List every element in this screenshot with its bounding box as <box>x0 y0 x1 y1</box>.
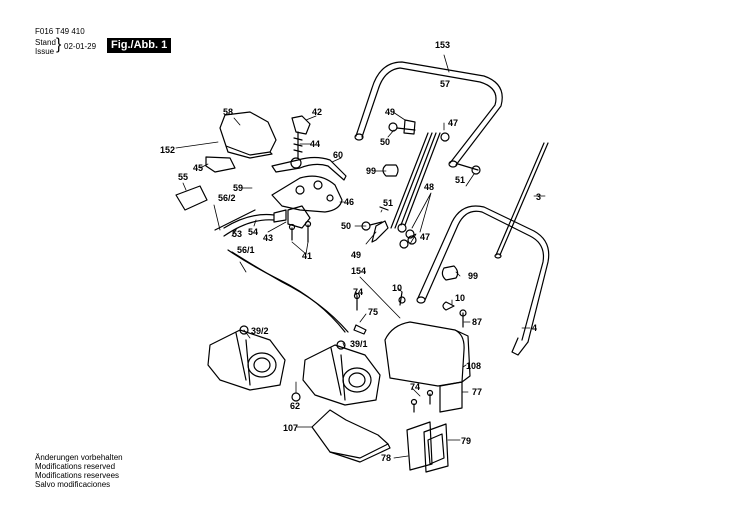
part-label-53: 53 <box>232 229 243 239</box>
motor-39-1-part <box>302 340 381 406</box>
part-label-39-2: 39/2 <box>251 326 269 336</box>
part-label-43: 43 <box>263 233 274 243</box>
part-label-154: 154 <box>351 266 367 276</box>
base-plate-part <box>311 409 391 463</box>
part-label-44: 44 <box>310 139 321 149</box>
part-label-46: 46 <box>344 197 355 207</box>
part-label-153: 153 <box>435 40 451 50</box>
issue-label: Issue <box>35 47 55 56</box>
brace-symbol: } <box>56 36 62 53</box>
part-label-39-1: 39/1 <box>350 339 368 349</box>
part-label-152: 152 <box>160 145 176 155</box>
part-label-79: 79 <box>461 436 472 446</box>
motor-cover-part <box>384 321 471 387</box>
cable-assembly-part <box>214 205 349 333</box>
side-panels-part <box>406 381 463 473</box>
part-label-48: 48 <box>424 182 435 192</box>
part-label-99-upper: 99 <box>366 166 377 176</box>
part-label-10-left: 10 <box>392 283 403 293</box>
switch-cover-part <box>175 111 277 211</box>
part-label-47-upper: 47 <box>448 118 459 128</box>
handle-rod-part <box>494 142 549 259</box>
part-label-47-lower: 47 <box>420 232 431 242</box>
part-label-41: 41 <box>302 251 313 261</box>
leader-lines <box>175 54 546 459</box>
spring-clip-part <box>291 115 311 159</box>
part-label-50-lower: 50 <box>341 221 352 231</box>
part-label-57: 57 <box>440 79 451 89</box>
part-label-74-lower: 74 <box>410 382 421 392</box>
part-label-107: 107 <box>283 423 299 433</box>
part-label-58: 58 <box>223 107 234 117</box>
part-label-55: 55 <box>178 172 189 182</box>
document-number: F016 T49 410 <box>35 27 85 36</box>
part-label-108: 108 <box>466 361 482 371</box>
upper-handle-part <box>354 61 503 168</box>
part-label-77: 77 <box>472 387 483 397</box>
stand-label: Stand <box>35 38 56 47</box>
part-label-99-lower: 99 <box>468 271 479 281</box>
part-label-74-upper: 74 <box>353 287 364 297</box>
part-label-60: 60 <box>333 150 344 160</box>
part-label-3: 3 <box>536 192 542 202</box>
part-label-62: 62 <box>290 401 301 411</box>
part-label-56-2: 56/2 <box>218 193 236 203</box>
part-label-56-1: 56/1 <box>237 245 255 255</box>
part-label-78: 78 <box>381 453 392 463</box>
part-label-87: 87 <box>472 317 483 327</box>
part-label-4: 4 <box>532 323 538 333</box>
part-label-10-right: 10 <box>455 293 466 303</box>
figure-label: Fig./Abb. 1 <box>107 38 172 53</box>
note-en: Modifications reserved <box>35 462 116 471</box>
part-label-42: 42 <box>312 107 323 117</box>
part-label-59: 59 <box>233 183 244 193</box>
small-fasteners <box>291 119 481 413</box>
lower-handle-part <box>416 205 550 356</box>
part-label-45: 45 <box>193 163 204 173</box>
issue-date: 02-01-29 <box>64 42 97 51</box>
modification-notes: Änderungen vorbehalten Modifications res… <box>35 453 123 489</box>
note-es: Salvo modificaciones <box>35 480 111 489</box>
note-fr: Modifications reservees <box>35 471 120 480</box>
part-label-49-upper: 49 <box>385 107 396 117</box>
part-label-51-lower: 51 <box>383 198 394 208</box>
note-de: Änderungen vorbehalten <box>35 453 123 462</box>
lever-part <box>271 156 347 181</box>
part-label-49-lower: 49 <box>351 250 362 260</box>
part-label-54: 54 <box>248 227 259 237</box>
housing-part <box>271 175 343 213</box>
part-label-75: 75 <box>368 307 379 317</box>
part-label-51-upper: 51 <box>455 175 466 185</box>
motor-39-2-part <box>207 325 286 391</box>
part-label-50-upper: 50 <box>380 137 391 147</box>
